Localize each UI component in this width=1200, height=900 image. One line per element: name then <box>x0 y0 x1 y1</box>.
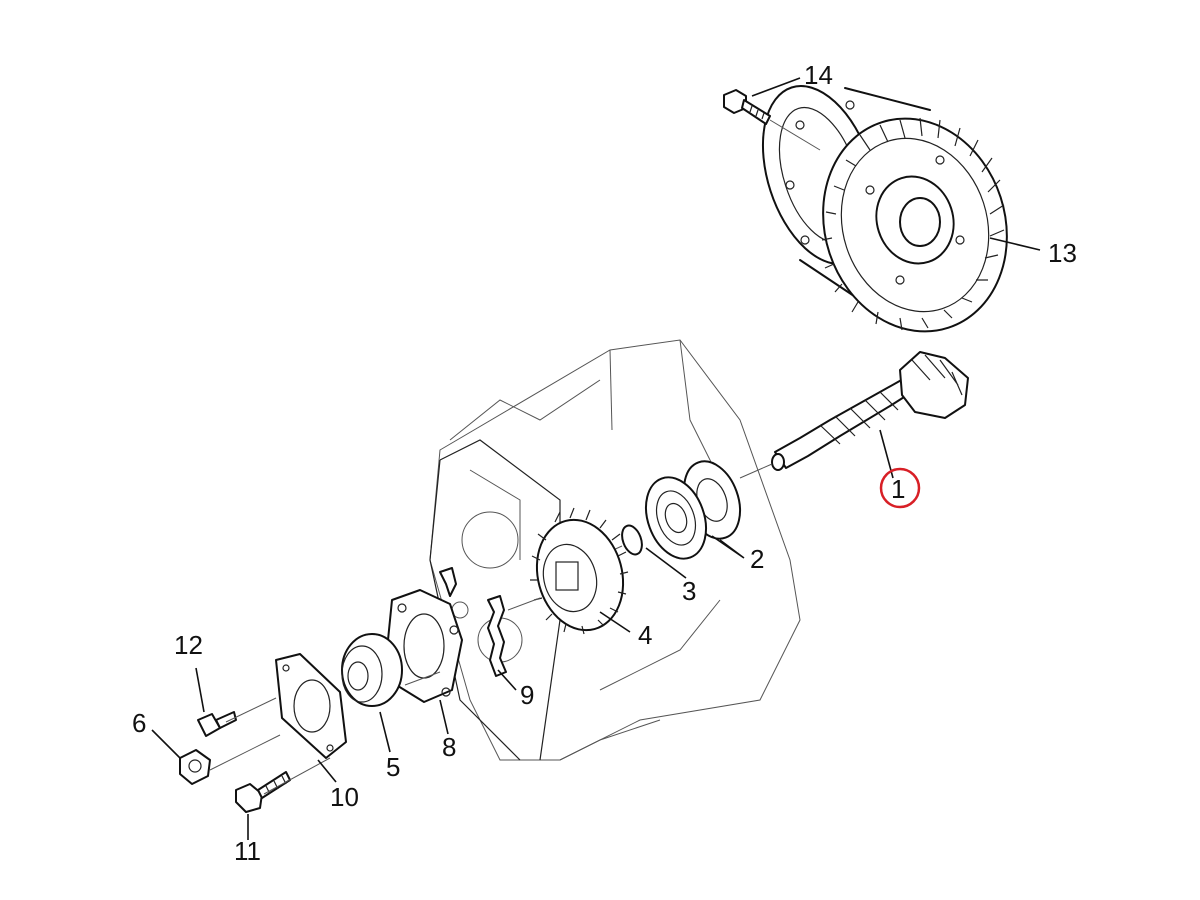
bolt-14 <box>723 89 821 151</box>
assembly-axis-lines <box>209 597 541 795</box>
callout-12: 12 <box>174 630 203 660</box>
callout-labels: 1 2 3 4 5 6 8 9 10 11 12 13 14 <box>132 60 1077 866</box>
ring-gear-teeth <box>821 117 1005 331</box>
leader-lines <box>151 77 1041 840</box>
callout-4: 4 <box>638 620 652 650</box>
callout-13: 13 <box>1048 238 1077 268</box>
shims-9 <box>439 567 507 677</box>
bearings-2 <box>645 460 742 560</box>
callout-2: 2 <box>750 544 764 574</box>
bolt-12 <box>197 711 237 737</box>
callout-1: 1 <box>891 474 905 504</box>
callout-11: 11 <box>234 836 261 866</box>
bolt-11 <box>235 771 291 813</box>
callout-8: 8 <box>442 732 456 762</box>
callout-14: 14 <box>804 60 833 90</box>
pinion-shaft <box>739 351 969 479</box>
callout-5: 5 <box>386 752 400 782</box>
bearing-cover-8 <box>387 589 463 703</box>
highlight-circle <box>879 467 921 509</box>
ring-gear-assembly <box>761 85 1008 333</box>
spur-gear-4 <box>530 507 629 635</box>
callout-3: 3 <box>682 576 696 606</box>
bearing-5 <box>341 633 403 707</box>
nut-6 <box>179 749 211 785</box>
callout-9: 9 <box>520 680 534 710</box>
callout-10: 10 <box>330 782 359 812</box>
callout-6: 6 <box>132 708 146 738</box>
gasket-plate-10 <box>275 653 347 759</box>
